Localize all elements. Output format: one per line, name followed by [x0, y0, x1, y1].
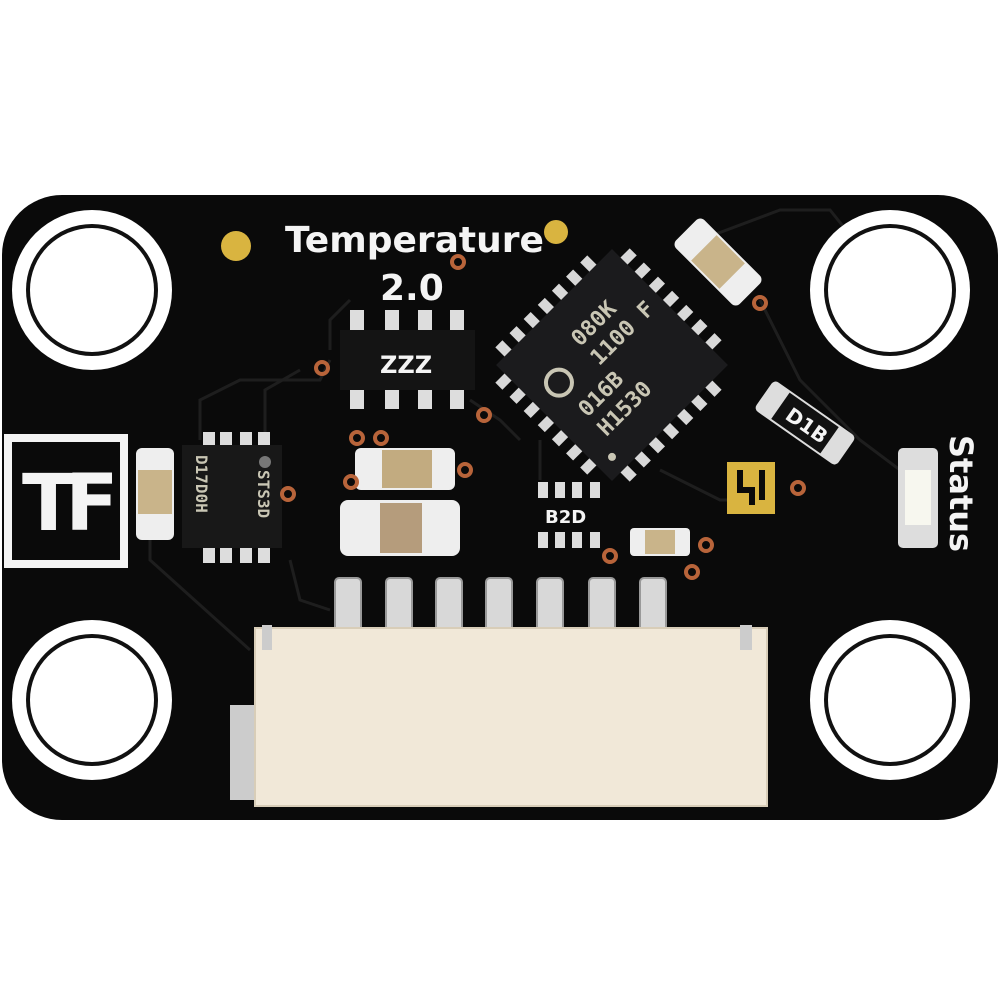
small-ic: B2D: [538, 482, 600, 548]
connector: [230, 577, 768, 807]
mounting-hole-top-right: [810, 210, 970, 370]
solder-jumper: [727, 462, 775, 514]
small-ic-marking: B2D: [545, 507, 586, 528]
sensor-marking-left: D17D0H: [192, 455, 211, 513]
logo-text: TF: [22, 459, 112, 549]
board-version: 2.0: [380, 268, 444, 309]
capacitor-left: [136, 448, 174, 540]
fiducial: [544, 220, 568, 244]
fiducial: [221, 231, 251, 261]
sensor-marking-right: STS3D: [254, 470, 273, 518]
tf-logo: TF: [4, 434, 128, 568]
mcu-chip: 080K 1100 F 016B H1530: [495, 248, 728, 482]
resistor-array: ZZZ: [340, 310, 475, 409]
capacitor-large: [340, 500, 460, 556]
status-label: Status: [942, 435, 980, 552]
vias: [280, 254, 806, 580]
manufacturer-logo-icon: [543, 367, 574, 398]
array-marking: ZZZ: [380, 351, 432, 379]
capacitor-top-right: [674, 218, 762, 306]
mounting-holes: [12, 210, 970, 780]
mounting-hole-bottom-right: [810, 620, 970, 780]
capacitor-small: [355, 448, 455, 490]
temperature-sensor: D17D0H STS3D: [182, 432, 282, 563]
mounting-hole-bottom-left: [12, 620, 172, 780]
mounting-hole-top-left: [12, 210, 172, 370]
resistor-small: [630, 528, 690, 556]
status-led: [898, 448, 938, 548]
board-title: Temperature: [285, 220, 544, 261]
